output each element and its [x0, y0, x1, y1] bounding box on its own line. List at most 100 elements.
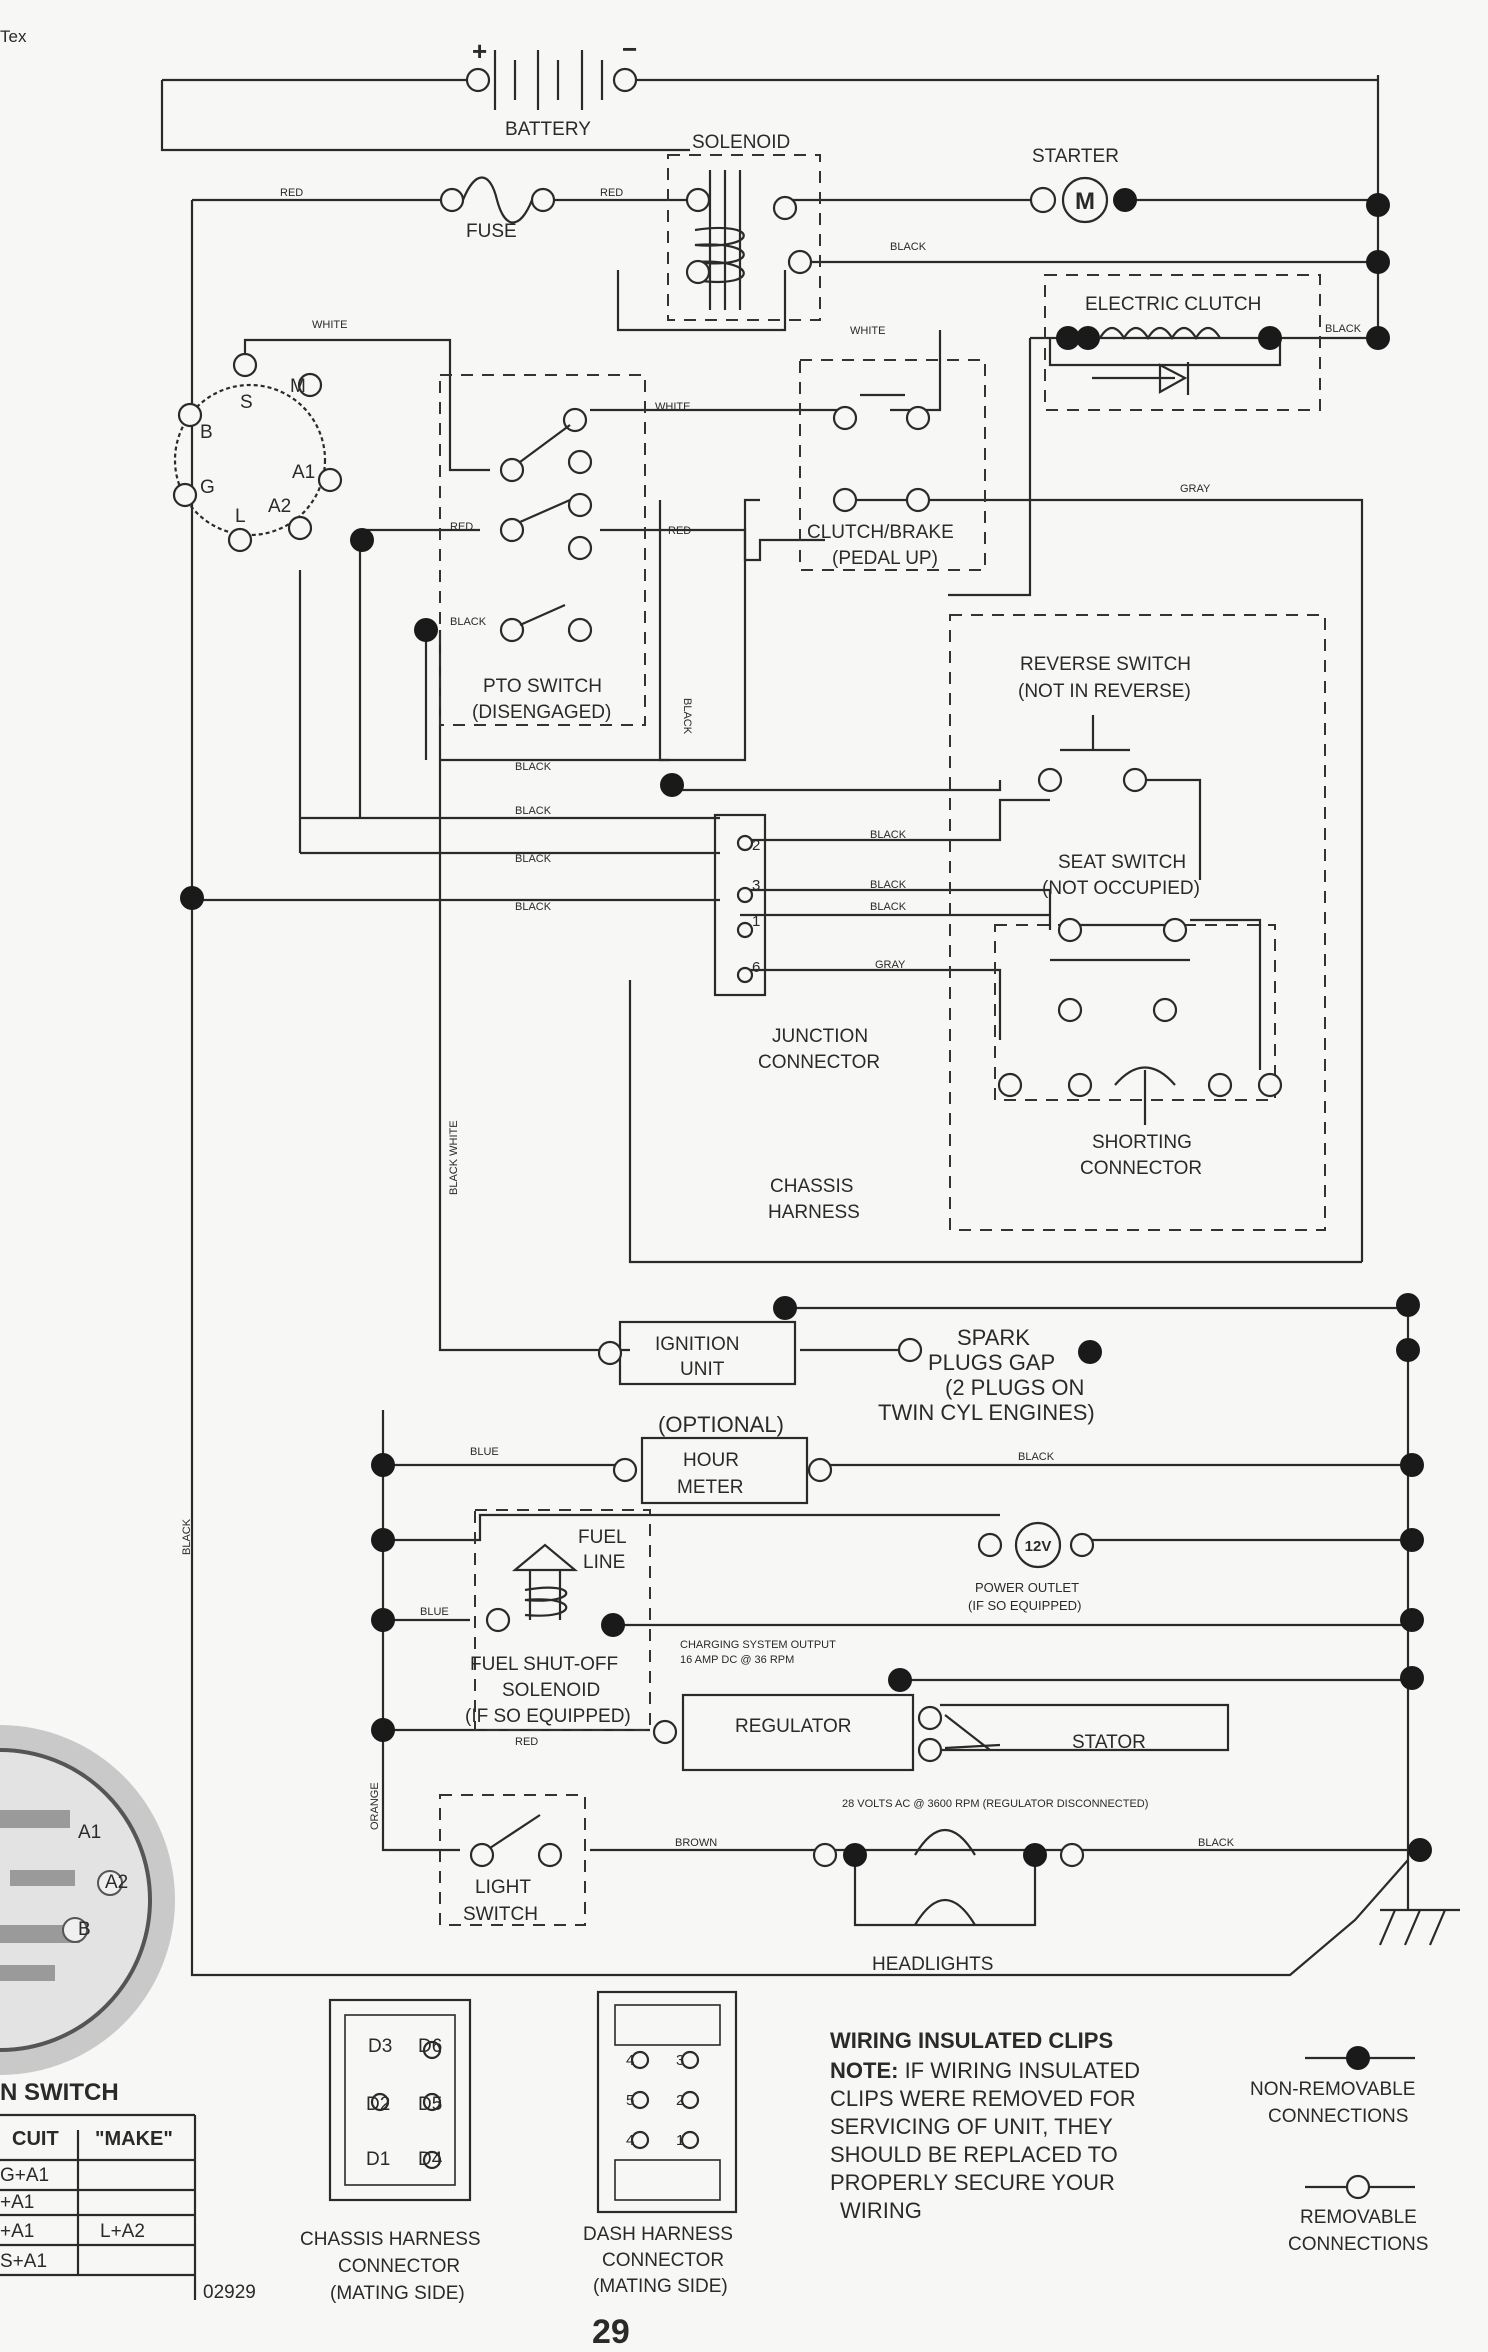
pto-switch-label-2: (DISENGAGED) [472, 702, 611, 723]
notes-line-2: CLIPS WERE REMOVED FOR [830, 2086, 1136, 2111]
junction-pin-2: 2 [752, 837, 760, 854]
optional-label: (OPTIONAL) [658, 1412, 784, 1437]
reverse-switch-label-1: REVERSE SWITCH [1020, 654, 1191, 675]
chassis-pin-d4: D4 [418, 2149, 443, 2170]
notes-line-5: PROPERLY SECURE YOUR [830, 2170, 1115, 2195]
dash-pin-3: 5 [626, 2092, 634, 2109]
battery-plus-label: + [472, 36, 487, 66]
chassis-pin-d5: D5 [418, 2094, 442, 2115]
ignition-terminal-a1: A1 [292, 462, 315, 483]
starter-label: STARTER [1032, 146, 1119, 167]
stator-label: STATOR [1072, 1732, 1146, 1753]
switch-table-row-4: S+A1 [0, 2251, 47, 2272]
battery-negative-terminal [612, 67, 638, 93]
chassis-harness-label-1: CHASSIS [770, 1176, 853, 1197]
regulator [652, 1668, 1001, 1772]
hour-meter [612, 1436, 833, 1505]
hour-meter-label-2: METER [677, 1477, 744, 1498]
corner-label: Tex [0, 27, 27, 46]
power-outlet-symbol: 12V [1025, 1538, 1052, 1555]
chassis-harness-label-2: HARNESS [768, 1202, 860, 1223]
power-outlet-label-1: POWER OUTLET [975, 1580, 1079, 1595]
junction-pin-1: 1 [752, 913, 760, 930]
wire-red-5: RED [515, 1736, 538, 1748]
switch-table-header-circuit: CUIT [12, 2128, 59, 2150]
notes-line-4: SHOULD BE REPLACED TO [830, 2142, 1118, 2167]
legend-symbols [1305, 2046, 1415, 2200]
fuel-shutoff-label-2: SOLENOID [502, 1680, 600, 1701]
spark-plugs-label-2: PLUGS GAP [928, 1350, 1055, 1375]
ignition-unit [597, 1296, 1102, 1386]
spark-plugs-label-1: SPARK [957, 1325, 1030, 1350]
plug-label-a2: A2 [105, 1872, 128, 1893]
fuel-line-label-2: LINE [583, 1552, 625, 1573]
chassis-connector-caption-2: CONNECTOR [338, 2256, 460, 2277]
chassis-pin-d3: D3 [368, 2036, 392, 2057]
wire-white-1: WHITE [312, 319, 347, 331]
pto-switch [414, 407, 593, 643]
wire-black-1: BLACK [890, 241, 927, 253]
wire-orange: ORANGE [369, 1782, 381, 1830]
starter-motor: M [1029, 176, 1137, 224]
chassis-connector-caption-1: CHASSIS HARNESS [300, 2229, 481, 2250]
seat-switch-label-2: (NOT OCCUPIED) [1042, 878, 1200, 899]
wire-black-5: BLACK [515, 805, 552, 817]
wire-black-left: BLACK [181, 1518, 193, 1555]
fuel-shutoff-solenoid [485, 1543, 625, 1637]
dash-pin-6: 1 [676, 2132, 684, 2149]
fuel-shutoff-label-3: (IF SO EQUIPPED) [465, 1706, 631, 1727]
figure-number: 02929 [203, 2282, 256, 2303]
plug-label-a1: A1 [78, 1822, 101, 1843]
wire-black-2: BLACK [1325, 323, 1362, 335]
dash-connector-caption-1: DASH HARNESS [583, 2224, 733, 2245]
wire-red-3: RED [450, 521, 473, 533]
wire-black-vertical: BLACK [681, 698, 693, 735]
wire-red-2: RED [600, 187, 623, 199]
fuse [439, 176, 556, 224]
wire-black-3: BLACK [450, 616, 487, 628]
pto-switch-label-1: PTO SWITCH [483, 676, 602, 697]
junction-pin-3: 3 [752, 877, 760, 894]
wire-brown: BROWN [675, 1837, 717, 1849]
fuel-line-label-1: FUEL [578, 1527, 627, 1548]
electric-clutch [1056, 326, 1282, 395]
dash-harness-connector [596, 1990, 738, 2214]
legend-removable-1: REMOVABLE [1300, 2207, 1417, 2228]
legend-non-removable-1: NON-REMOVABLE [1250, 2079, 1415, 2100]
battery-positive-terminal [465, 67, 491, 93]
switch-table-row-1: G+A1 [0, 2165, 49, 2186]
notes-line-3: SERVICING OF UNIT, THEY [830, 2114, 1113, 2139]
power-outlet-label-2: (IF SO EQUIPPED) [968, 1598, 1081, 1613]
battery-label: BATTERY [505, 119, 591, 140]
legend-removable-2: CONNECTIONS [1288, 2234, 1428, 2255]
notes-line-6: WIRING [840, 2198, 922, 2223]
chassis-pin-d2: D2 [366, 2094, 390, 2115]
wire-black-8: BLACK [870, 829, 907, 841]
page-number: 29 [592, 2313, 630, 2351]
regulator-label: REGULATOR [735, 1716, 852, 1737]
ignition-terminal-s: S [240, 392, 253, 413]
chassis-connector-caption-3: (MATING SIDE) [330, 2283, 465, 2304]
solenoid-coil [685, 170, 813, 310]
left-junction-dots [180, 528, 395, 1742]
ignition-terminal-g: G [200, 477, 215, 498]
charging-output-label-1: CHARGING SYSTEM OUTPUT [680, 1639, 836, 1651]
headlights [812, 1828, 1085, 1926]
switch-table-row-3-make: L+A2 [100, 2221, 145, 2242]
notes-line-1: NOTE: IF WIRING INSULATED [830, 2058, 1140, 2083]
charging-output-label-2: 16 AMP DC @ 36 RPM [680, 1654, 794, 1666]
ignition-switch-table: N SWITCH CUIT "MAKE" G+A1 +A1 +A1 L+A2 S… [0, 2079, 197, 2300]
switch-table-row-3: +A1 [0, 2221, 34, 2242]
chassis-pin-d6: D6 [418, 2036, 442, 2057]
ground-dots [1366, 193, 1432, 1862]
wire-red-1: RED [280, 187, 303, 199]
wire-black-6: BLACK [515, 853, 552, 865]
dash-connector-caption-3: (MATING SIDE) [593, 2276, 728, 2297]
fuse-label: FUSE [466, 221, 517, 242]
wire-gray-2: GRAY [875, 959, 906, 971]
legend-non-removable-2: CONNECTIONS [1268, 2106, 1408, 2127]
clutch-brake-label-2: (PEDAL UP) [832, 548, 938, 569]
reverse-switch-label-2: (NOT IN REVERSE) [1018, 681, 1191, 702]
shorting-connector-label-1: SHORTING [1092, 1132, 1192, 1153]
